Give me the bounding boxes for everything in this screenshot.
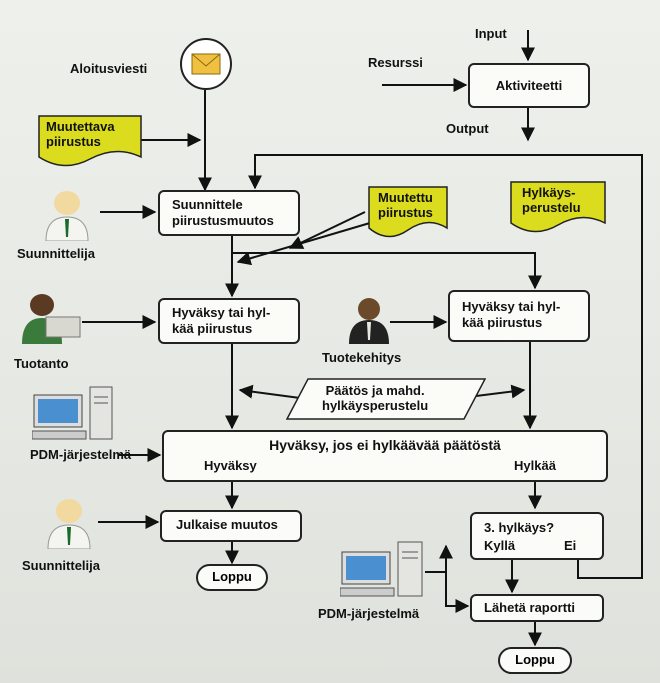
send-report-box: Lähetä raportti	[470, 594, 604, 622]
feedback-loop-line	[248, 154, 643, 579]
designer-top-label: Suunnittelija	[17, 246, 95, 261]
legend-resource-label: Resurssi	[368, 55, 423, 70]
pdm-decision-box: Hyväksy, jos ei hylkäävää päätöstä Hyväk…	[162, 430, 608, 482]
pdm-right-to-report	[425, 571, 470, 613]
publish-label: Julkaise muutos	[176, 517, 278, 532]
design-change-line2: piirustusmuutos	[172, 213, 274, 228]
rejection-reason-document: Hylkäys-perustelu	[510, 181, 606, 233]
pdm-left-label: PDM-järjestelmä	[30, 447, 132, 462]
production-label: Tuotanto	[14, 356, 69, 371]
designer-bottom-label: Suunnittelija	[22, 558, 100, 573]
approve-right-line1: Hyväksy tai hyl-	[462, 299, 561, 314]
production-person-icon	[16, 292, 82, 344]
pdm-right-label: PDM-järjestelmä	[318, 606, 420, 621]
product-dev-label: Tuotekehitys	[322, 350, 402, 365]
third-rejection-box: 3. hylkäys? Kyllä Ei	[470, 512, 604, 560]
end-right-terminal: Loppu	[498, 647, 572, 674]
legend-activity-label: Aktiviteetti	[495, 78, 563, 93]
third-rejection-yes: Kyllä	[484, 538, 516, 553]
approve-right-box: Hyväksy tai hyl- kää piirustus	[448, 290, 590, 342]
pdm-left-computer-icon	[31, 385, 114, 441]
design-change-line1: Suunnittele	[172, 197, 243, 212]
legend-activity-box: Aktiviteetti	[468, 63, 590, 108]
pdm-right-computer-icon	[339, 540, 424, 598]
decision-data-left-arrow	[238, 384, 301, 399]
decision-data-parallelogram: Päätös ja mahd.hylkäysperustelu	[285, 378, 487, 420]
third-rejection-no: Ei	[564, 538, 577, 553]
end-left-terminal: Loppu	[196, 564, 268, 591]
send-report-label: Lähetä raportti	[484, 600, 576, 615]
approve-left-line1: Hyväksy tai hyl-	[172, 305, 271, 320]
designer-top-person-icon	[38, 189, 96, 242]
legend-input-label: Input	[475, 26, 507, 41]
end-right-label: Loppu	[515, 652, 555, 667]
pdm-decision-title: Hyväksy, jos ei hylkäävää päätöstä	[269, 437, 501, 453]
third-rejection-title: 3. hylkäys?	[484, 520, 555, 535]
design-change-box: Suunnittele piirustusmuutos	[158, 190, 300, 236]
pdm-decision-approve-label: Hyväksy	[204, 458, 257, 473]
pdm-decision-reject-label: Hylkää	[514, 458, 556, 473]
rejection-reason-text: Hylkäys-perustelu	[522, 185, 581, 215]
approve-left-line2: kää piirustus	[172, 321, 253, 336]
changed-drawing-arrow-b	[236, 219, 381, 266]
approve-right-line2: kää piirustus	[462, 315, 543, 330]
publish-box: Julkaise muutos	[160, 510, 302, 542]
start-envelope-icon	[180, 38, 232, 90]
decision-data-text: Päätös ja mahd.hylkäysperustelu	[322, 383, 429, 413]
split-to-right-line	[232, 252, 542, 290]
end-left-label: Loppu	[212, 569, 252, 584]
start-message-label: Aloitusviesti	[70, 61, 148, 76]
designer-bottom-person-icon	[40, 497, 98, 550]
approve-left-box: Hyväksy tai hyl- kää piirustus	[158, 298, 300, 344]
product-dev-person-icon	[346, 296, 392, 344]
legend-output-label: Output	[446, 121, 489, 136]
